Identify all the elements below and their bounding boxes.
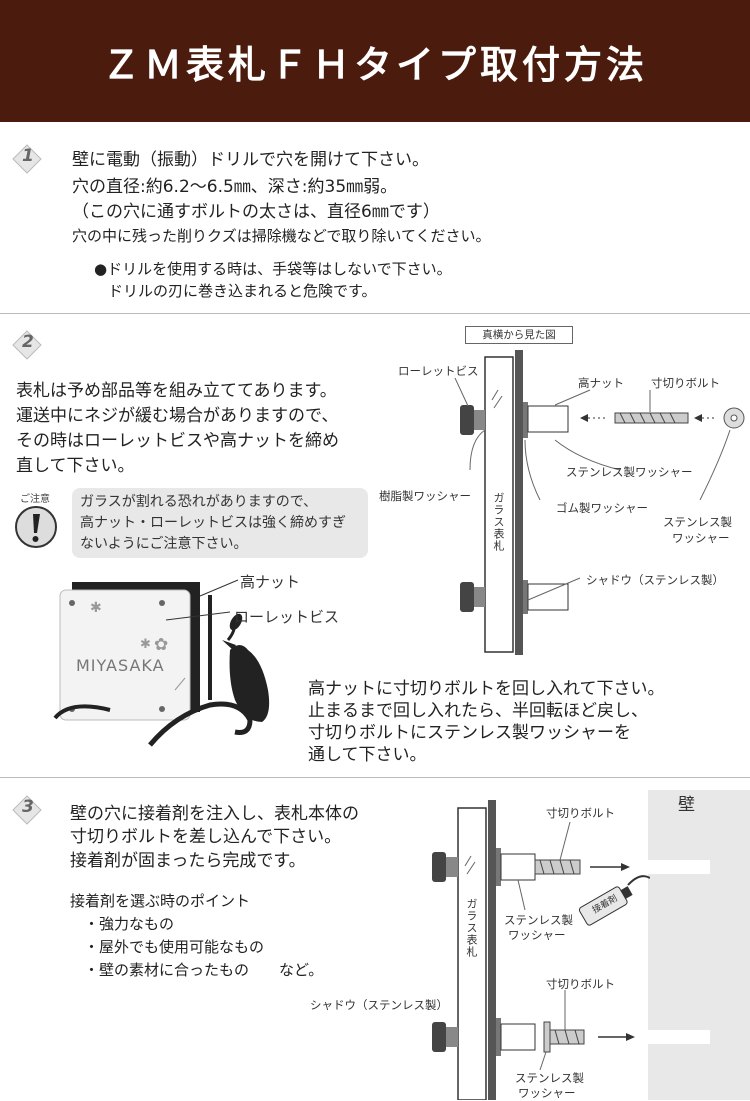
step2-instruction: 寸切りボルトにステンレス製ワッシャーを xyxy=(308,723,631,743)
step3-line: 接着剤が固まったら完成です。 xyxy=(70,851,306,871)
label-washer-bottom: ワッシャー xyxy=(518,1086,576,1100)
step2-line: 表札は予め部品等を組み立ててあります。 xyxy=(16,381,337,401)
label-steel-washer-right: ステンレス製 xyxy=(663,515,732,529)
label-glass-plate: ガラス表札 xyxy=(492,492,505,552)
wall-hole xyxy=(648,1030,710,1044)
wall xyxy=(648,790,750,1100)
label-rubber-washer: ゴム製ワッシャー xyxy=(556,501,648,515)
label-steel-washer: ステンレス製ワッシャー xyxy=(566,465,693,479)
wall-hole xyxy=(648,860,710,874)
page-header: ＺＭ表札ＦＨタイプ取付方法 xyxy=(0,0,750,122)
step-badge-1 xyxy=(12,144,42,174)
step2-instruction: 止まるまで回し入れたら、半回転ほど戻し、 xyxy=(308,701,648,721)
nameplate-illustration: ✱ ✱ ✿ xyxy=(53,579,270,747)
step2-instruction: 高ナットに寸切りボルトを回し入れて下さい。 xyxy=(308,679,665,699)
step3-point: ・壁の素材に合ったもの など。 xyxy=(84,961,324,979)
caution-box xyxy=(72,488,368,558)
step-badge-2 xyxy=(12,330,42,360)
caution-label: ご注意 xyxy=(20,494,50,505)
label-steel-washer-right: ワッシャー xyxy=(672,531,730,545)
step1-note: ドリルの刃に巻き込まれると危険です。 xyxy=(108,282,377,300)
exclamation-icon xyxy=(15,506,57,548)
svg-text:✱: ✱ xyxy=(140,637,151,652)
step-badge-3 xyxy=(12,795,42,825)
side-view-diagram xyxy=(454,350,745,655)
step2-line: 直して下さい。 xyxy=(16,456,135,476)
step1-line: 壁に電動（振動）ドリルで穴を開けて下さい。 xyxy=(72,150,429,170)
label-cut-bolt: 寸切りボルト xyxy=(651,376,720,390)
diagram-title: 真横から見た図 xyxy=(465,326,573,344)
step3-point: ・屋外でも使用可能なもの xyxy=(84,938,265,956)
step-number: 2 xyxy=(22,332,34,352)
wall-label: 壁 xyxy=(678,795,695,815)
step3-point: ・強力なもの xyxy=(84,915,175,933)
svg-text:✿: ✿ xyxy=(154,635,168,655)
photo-nameplate-text: MIYASAKA xyxy=(76,656,165,675)
step-number: 3 xyxy=(22,797,34,817)
installation-diagram xyxy=(432,800,650,1100)
label-cut-bolt-top: 寸切りボルト xyxy=(546,806,615,820)
photo-label-knurled-screw: ローレットビス xyxy=(234,608,340,626)
label-shadow: シャドウ（ステンレス製） xyxy=(310,998,448,1012)
page-title: ＺＭ表札ＦＨタイプ取付方法 xyxy=(101,42,648,87)
step3-line: 寸切りボルトを差し込んで下さい。 xyxy=(70,827,342,847)
label-shadow: シャドウ（ステンレス製） xyxy=(586,573,724,587)
caution-line: ガラスが割れる恐れがありますので、 xyxy=(80,494,318,510)
step3-line: 壁の穴に接着剤を注入し、表札本体の xyxy=(70,804,359,824)
step2-instruction: 通して下さい。 xyxy=(308,745,427,765)
step1-line: （この穴に通すボルトの太さは、直径6㎜です） xyxy=(72,202,440,222)
label-washer-top: ステンレス製 xyxy=(504,913,573,927)
photo-label-high-nut: 高ナット xyxy=(240,573,301,591)
step1-note: ●ドリルを使用する時は、手袋等はしないで下さい。 xyxy=(94,260,452,278)
label-cut-bolt-bottom: 寸切りボルト xyxy=(546,977,615,991)
caution-line: ないようにご注意下さい。 xyxy=(80,536,248,552)
label-washer-top: ワッシャー xyxy=(508,928,566,942)
label-glass-plate: ガラス表札 xyxy=(465,898,478,958)
step-number: 1 xyxy=(22,146,34,166)
label-high-nut: 高ナット xyxy=(578,376,624,390)
section-divider xyxy=(0,777,750,778)
step1-line: 穴の中に残った削りクズは掃除機などで取り除いてください。 xyxy=(72,227,491,245)
svg-text:✱: ✱ xyxy=(90,600,102,616)
caution-line: 高ナット・ローレットビスは強く締めすぎ xyxy=(80,515,346,531)
step1-line: 穴の直径:約6.2〜6.5㎜、深さ:約35㎜弱。 xyxy=(72,177,398,197)
step3-points-title: 接着剤を選ぶ時のポイント xyxy=(70,892,251,910)
step2-line: 運送中にネジが緩む場合がありますので、 xyxy=(16,406,339,426)
label-resin-washer: 樹脂製ワッシャー xyxy=(379,489,471,503)
label-knurled-screw: ローレットビス xyxy=(398,364,479,378)
label-washer-bottom: ステンレス製 xyxy=(515,1071,584,1085)
section-divider xyxy=(0,313,750,314)
step2-line: その時はローレットビスや高ナットを締め xyxy=(16,431,339,451)
